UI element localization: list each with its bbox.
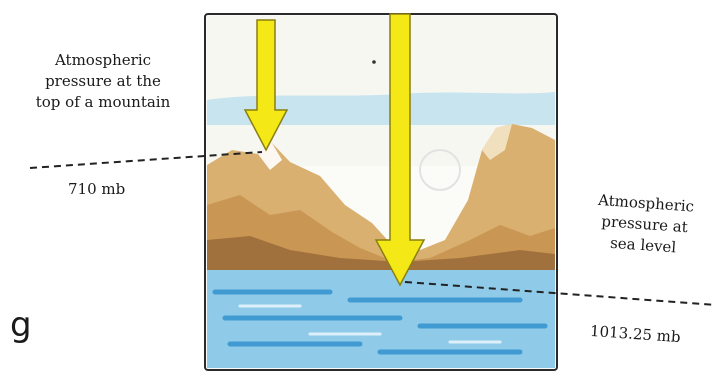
sea [207, 270, 555, 368]
label-mountain-top-pressure: Atmospheric pressure at the top of a mou… [8, 50, 198, 113]
label-sea-level-pressure: Atmospheric pressure at sea level [568, 188, 722, 261]
cut-off-text-fragment: g [10, 305, 32, 345]
label-line: pressure at the [8, 71, 198, 92]
label-line: top of a mountain [8, 92, 198, 113]
speck [372, 60, 376, 64]
reading-mountain-top: 710 mb [68, 180, 125, 198]
label-line: Atmospheric [8, 50, 198, 71]
